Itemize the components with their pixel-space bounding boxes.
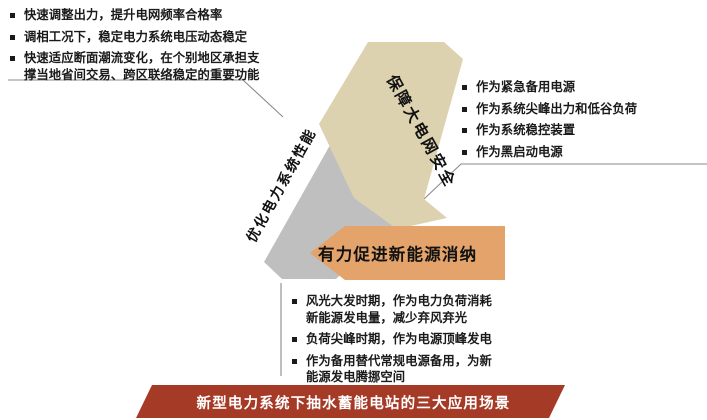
list-item: 作为紧急备用电源	[462, 79, 702, 96]
list-item: 负荷尖峰时期，作为电源顶峰发电	[292, 331, 542, 348]
list-item: 调相工况下，稳定电力系统电压动态稳定	[10, 29, 300, 46]
list-item: 快速适应断面潮流变化，在个别地区承担支 撑当地省间交易、跨区联络稳定的重要功能	[10, 50, 300, 83]
list-item: 作为黑启动电源	[462, 144, 702, 161]
list-item: 快速调整出力，提升电网频率合格率	[10, 7, 300, 24]
arrow-promote-renewable-consumption	[310, 226, 505, 280]
banner-title: 新型电力系统下抽水蓄能电站的三大应用场景	[196, 396, 511, 412]
bullet-list-grid-safety: 作为紧急备用电源 作为系统尖峰出力和低谷负荷 作为系统稳控装置 作为黑启动电源	[462, 79, 702, 165]
arrow-ensure-grid-safety	[319, 42, 463, 229]
connector-optimize	[8, 79, 284, 118]
bullet-list-optimize: 快速调整出力，提升电网频率合格率 调相工况下，稳定电力系统电压动态稳定 快速适应…	[10, 7, 300, 88]
arrow-label-renewable: 有力促进新能源消纳	[318, 245, 478, 264]
list-item: 作为备用替代常规电源备用，为新 能源发电腾挪空间	[292, 353, 542, 386]
bullet-list-renewable: 风光大发时期，作为电力负荷消耗 新能源发电量，减少弃风弃光 负荷尖峰时期，作为电…	[292, 293, 542, 391]
list-item: 作为系统稳控装置	[462, 122, 702, 139]
connector-grid-safety	[423, 163, 707, 200]
banner-bottom	[136, 385, 565, 418]
list-item: 作为系统尖峰出力和低谷负荷	[462, 101, 702, 118]
list-item: 风光大发时期，作为电力负荷消耗 新能源发电量，减少弃风弃光	[292, 293, 542, 326]
